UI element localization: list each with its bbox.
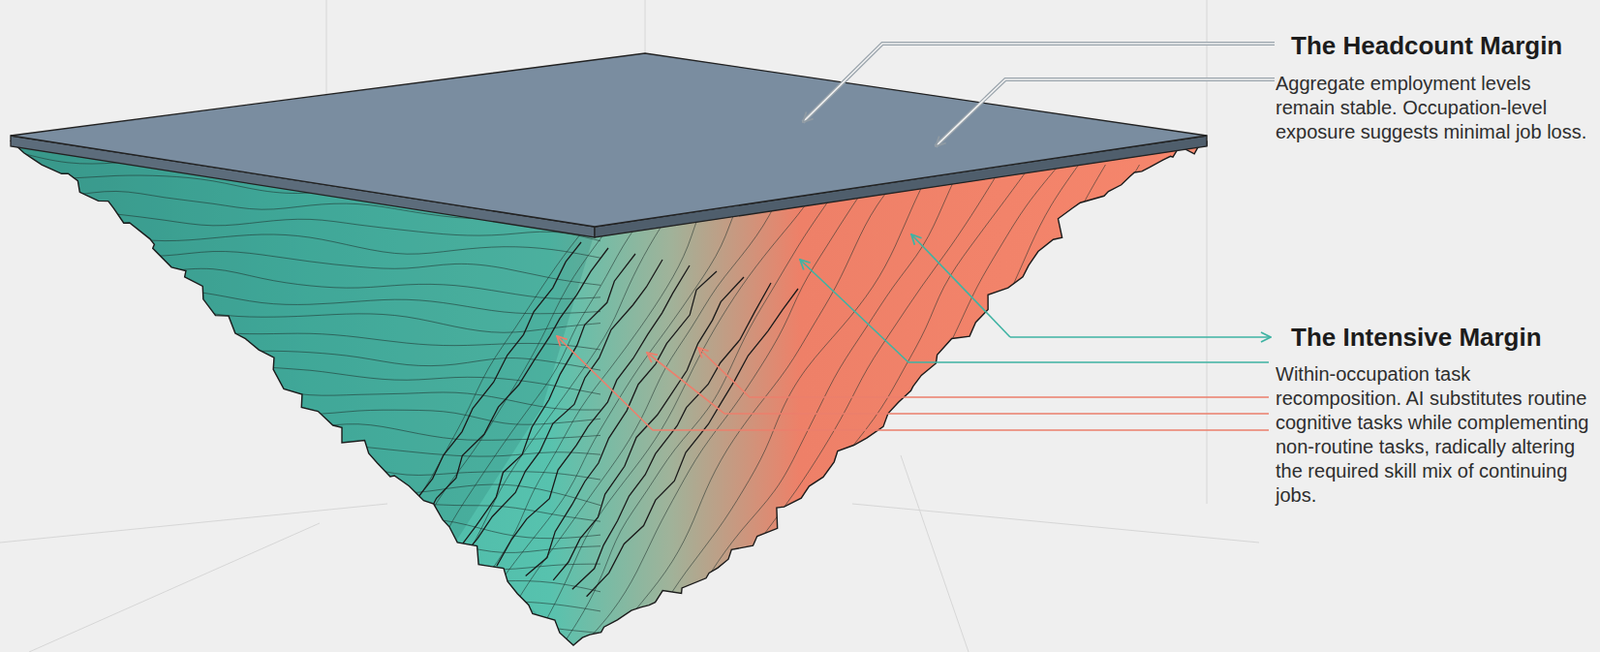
contour-line (776, 164, 1079, 652)
contour-line (19, 301, 601, 334)
contour-line (456, 164, 761, 652)
contour-line (877, 164, 1170, 652)
contour-line (19, 225, 601, 258)
contour-line (356, 164, 652, 652)
callout-heading: The Headcount Margin (1291, 30, 1563, 61)
background-grid (0, 0, 1260, 652)
leader-arrow (802, 43, 883, 123)
leader-arrow (698, 347, 1269, 398)
contour-line (732, 164, 1031, 652)
grid-line (1206, 0, 1208, 504)
grid-line (852, 503, 1260, 543)
contour-line (19, 523, 601, 554)
contour-line (19, 485, 601, 522)
contour-line (19, 540, 601, 570)
crack-line (445, 253, 636, 572)
contour-line (634, 164, 933, 652)
crack-line (572, 282, 771, 589)
grid-line (900, 455, 969, 652)
contour-line (663, 164, 961, 652)
leader-arrow (911, 234, 1011, 338)
leader-line (935, 79, 1275, 147)
grid-line (0, 503, 388, 543)
contour-line (575, 164, 882, 652)
contour-line (19, 286, 601, 314)
crack-line (586, 288, 799, 597)
leader-line (802, 43, 1275, 123)
contour-line (19, 554, 601, 591)
contour-line (19, 335, 601, 371)
contour-line (19, 414, 601, 440)
contour-line (843, 164, 1139, 652)
contour-line (706, 164, 1004, 652)
contour-line (527, 164, 832, 652)
contour-line (321, 164, 617, 652)
callout-body: Aggregate employment levels remain stabl… (1275, 71, 1594, 145)
contour-line (380, 164, 685, 652)
leader-arrow (800, 259, 1269, 363)
contour-line (19, 245, 601, 285)
leader-lines (556, 43, 1275, 431)
grid-line (645, 0, 647, 59)
contour-line (19, 576, 601, 612)
contour-line (599, 164, 910, 652)
leader-arrow (556, 336, 1269, 431)
contour-line (491, 164, 792, 652)
contour-line (19, 431, 601, 457)
leader-arrow (1010, 336, 1271, 339)
contour-line (19, 320, 601, 350)
leader-line (935, 79, 1275, 147)
callout-body: Within-occupation task recomposition. AI… (1275, 362, 1594, 508)
leader-arrow (646, 352, 1269, 414)
leader-arrow (935, 79, 1006, 147)
contour-line (19, 610, 601, 646)
contour-line (19, 502, 601, 539)
grid-line (29, 523, 320, 652)
contour-line (933, 164, 1233, 652)
callout-heading: The Intensive Margin (1291, 322, 1542, 352)
crack-line (496, 265, 690, 566)
crack-line (525, 271, 717, 577)
crack-line (553, 276, 744, 581)
contour-line (758, 164, 1060, 652)
leader-line (802, 43, 1275, 123)
contour-line (19, 266, 601, 300)
contour-line (19, 594, 601, 634)
